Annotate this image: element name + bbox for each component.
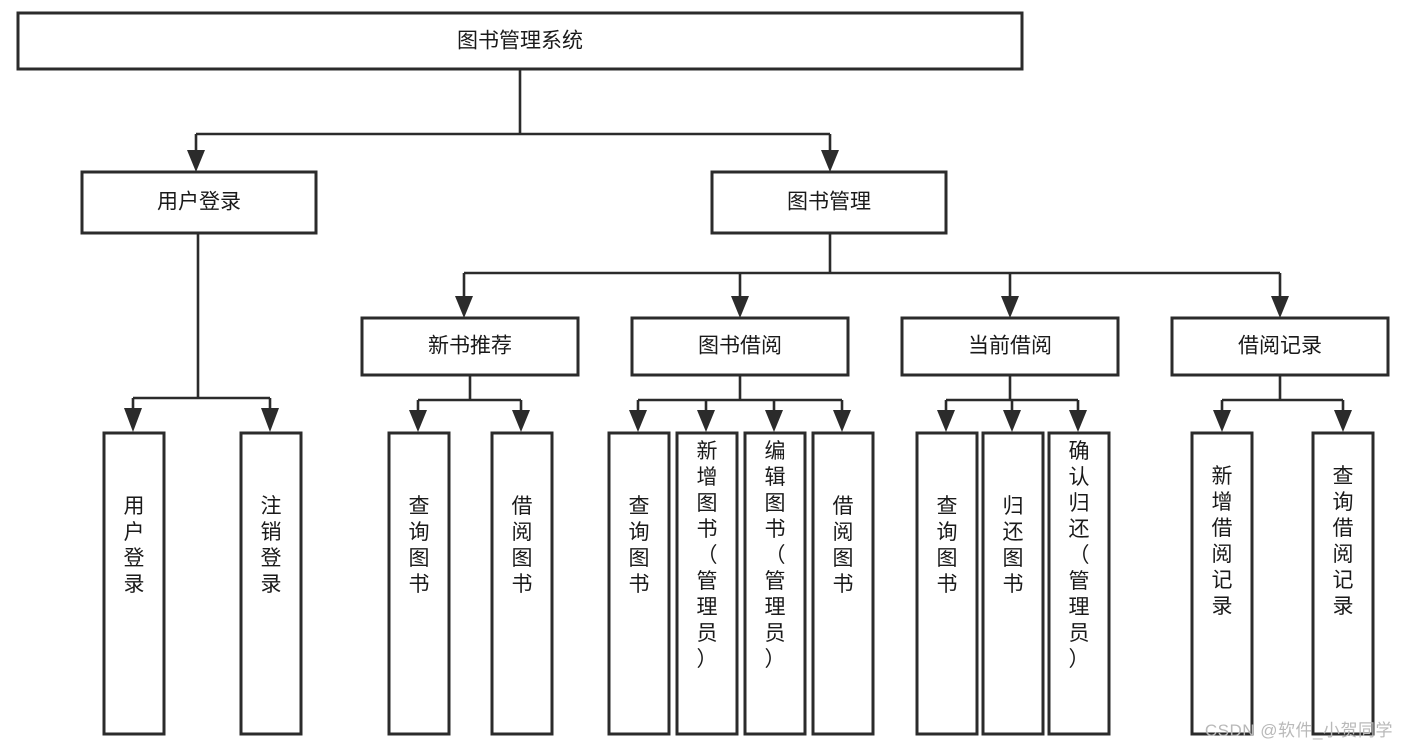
node-borrow-record[interactable]: 借阅记录 [1170,316,1390,377]
node-leaf-borrow-book-1-box[interactable] [490,431,554,736]
node-current-borrow[interactable]: 当前借阅 [900,316,1120,377]
node-leaf-return-book-label: 归还图书 [1003,495,1024,596]
node-borrow-record-box[interactable] [1170,316,1390,377]
node-leaf-logout-label: 注销登录 [261,495,282,596]
node-leaf-query-book-3[interactable]: 查询图书 [915,431,979,736]
arrow-to-leaf-query-book-2 [629,410,647,432]
node-leaf-query-record-box[interactable] [1311,431,1375,736]
node-book-borrow[interactable]: 图书借阅 [630,316,850,377]
node-leaf-logout[interactable]: 注销登录 [239,431,303,736]
node-leaf-edit-book[interactable]: 编辑图书（管理员） [743,431,807,736]
node-borrow-record-label: 借阅记录 [1238,335,1322,358]
arrow-to-borrow-record [1271,296,1289,318]
connector-layer [124,69,1352,432]
node-leaf-add-record-box[interactable] [1190,431,1254,736]
node-leaf-query-book-2[interactable]: 查询图书 [607,431,671,736]
node-leaf-query-book-1-box[interactable] [387,431,451,736]
arrow-to-current-borrow [1001,296,1019,318]
node-leaf-confirm-return-box[interactable] [1047,431,1111,736]
node-leaf-borrow-book-1[interactable]: 借阅图书 [490,431,554,736]
node-leaf-user-login-box[interactable] [102,431,166,736]
node-book-borrow-label: 图书借阅 [698,335,782,358]
node-leaf-confirm-return[interactable]: 确认归还（管理员） [1047,431,1111,736]
arrow-to-leaf-confirm-return [1069,410,1087,432]
arrow-to-leaf-add-book [697,410,715,432]
node-root[interactable]: 图书管理系统 [16,11,1024,71]
node-book-manage[interactable]: 图书管理 [710,170,948,235]
node-leaf-logout-box[interactable] [239,431,303,736]
node-leaf-query-book-2-label: 查询图书 [629,495,650,596]
node-leaf-user-login[interactable]: 用户登录 [102,431,166,736]
node-leaf-query-book-1[interactable]: 查询图书 [387,431,451,736]
node-leaf-borrow-book-2-label: 借阅图书 [833,495,854,596]
node-root-box[interactable] [16,11,1024,71]
node-book-manage-label: 图书管理 [787,191,871,214]
arrow-to-new-book-recommend [455,296,473,318]
node-leaf-return-book[interactable]: 归还图书 [981,431,1045,736]
node-leaf-query-book-3-label: 查询图书 [937,495,958,596]
arrow-to-book-manage [821,150,839,172]
arrow-to-leaf-add-record [1213,410,1231,432]
node-user-login-label: 用户登录 [157,191,241,214]
arrow-to-leaf-logout [261,408,279,432]
node-leaf-add-book[interactable]: 新增图书（管理员） [675,431,739,736]
node-new-book-recommend-box[interactable] [360,316,580,377]
arrow-to-user-login [187,150,205,172]
node-leaf-user-login-label: 用户登录 [124,495,145,596]
node-book-borrow-box[interactable] [630,316,850,377]
arrow-to-leaf-edit-book [765,410,783,432]
node-current-borrow-box[interactable] [900,316,1120,377]
node-leaf-add-book-box[interactable] [675,431,739,736]
node-leaf-confirm-return-label: 确认归还（管理员） [1069,440,1090,671]
node-leaf-query-book-2-box[interactable] [607,431,671,736]
node-leaf-query-book-1-label: 查询图书 [409,495,430,596]
node-book-manage-box[interactable] [710,170,948,235]
node-leaf-borrow-book-1-label: 借阅图书 [512,495,533,596]
node-leaf-query-book-3-box[interactable] [915,431,979,736]
node-leaf-edit-book-label: 编辑图书（管理员） [765,440,786,671]
arrow-to-leaf-query-book-3 [937,410,955,432]
arrow-to-leaf-borrow-book-1 [512,410,530,432]
node-leaf-query-record-label: 查询借阅记录 [1333,465,1354,618]
node-leaf-query-record[interactable]: 查询借阅记录 [1311,431,1375,736]
arrow-to-leaf-query-book-1 [409,410,427,432]
node-leaf-add-book-label: 新增图书（管理员） [697,440,718,671]
node-user-login-box[interactable] [80,170,318,235]
node-current-borrow-label: 当前借阅 [968,335,1052,358]
node-leaf-add-record-label: 新增借阅记录 [1212,465,1233,618]
node-leaf-add-record[interactable]: 新增借阅记录 [1190,431,1254,736]
arrow-to-leaf-return-book [1003,410,1021,432]
node-user-login[interactable]: 用户登录 [80,170,318,235]
arrow-to-leaf-borrow-book-2 [833,410,851,432]
node-leaf-return-book-box[interactable] [981,431,1045,736]
node-root-label: 图书管理系统 [457,30,583,53]
arrow-to-book-borrow [731,296,749,318]
arrow-to-leaf-query-record [1334,410,1352,432]
node-new-book-recommend-label: 新书推荐 [428,335,512,358]
node-leaf-borrow-book-2[interactable]: 借阅图书 [811,431,875,736]
node-leaf-borrow-book-2-box[interactable] [811,431,875,736]
arrow-to-leaf-user-login [124,408,142,432]
node-new-book-recommend[interactable]: 新书推荐 [360,316,580,377]
node-leaf-edit-book-box[interactable] [743,431,807,736]
